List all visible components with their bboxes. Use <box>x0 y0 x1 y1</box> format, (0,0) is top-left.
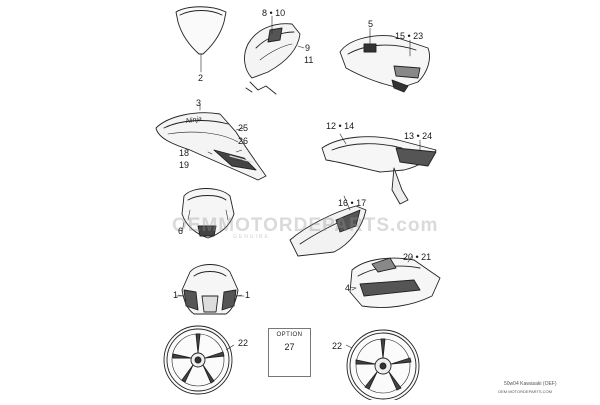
upper-cowl-part <box>244 15 305 95</box>
callout-19: 19 <box>179 160 190 170</box>
under-cowl-part <box>289 195 367 257</box>
watermark-text: OEMMOTORDEPARTS.com <box>172 215 439 236</box>
footer-line-1: 50w04 Kawasaki (OEF) <box>504 381 557 387</box>
callout-27: 27 <box>284 342 295 352</box>
callout-18: 18 <box>179 148 190 158</box>
callout-11: 11 <box>304 55 314 65</box>
callout-12-14: 12 • 14 <box>326 121 355 131</box>
callout-26: 26 <box>238 136 249 146</box>
watermark-small-text: GENUINE <box>233 234 270 240</box>
side-cowl-part <box>349 255 441 308</box>
leader-lines <box>177 149 357 351</box>
callout-6: 6 <box>178 226 184 236</box>
footer-line-2: OEM MOTORDEPARTS.COM <box>498 389 553 394</box>
side-fairing-part <box>155 103 267 181</box>
callout-3: 3 <box>196 98 202 108</box>
callout-1-left: 1 <box>173 290 179 300</box>
callout-25: 25 <box>238 123 249 133</box>
callout-4: 4 <box>345 283 351 293</box>
front-wheel-part <box>163 325 233 395</box>
callout-22-left: 22 <box>238 338 249 348</box>
callout-16-17: 16 • 17 <box>338 198 367 208</box>
option-box: OPTION 27 <box>268 328 311 377</box>
callout-5: 5 <box>368 19 374 29</box>
callout-15-23: 15 • 23 <box>395 31 424 41</box>
rear-wheel-part <box>346 329 420 403</box>
headlight-cowl-part <box>181 188 235 239</box>
callout-22-right: 22 <box>332 341 343 351</box>
seat-cowl-part <box>339 27 430 93</box>
option-label: OPTION <box>276 332 303 338</box>
callout-13-24: 13 • 24 <box>404 131 433 141</box>
callout-8-10: 8 • 10 <box>262 8 286 18</box>
front-cowl-part <box>175 264 245 315</box>
callout-20-21: 20 • 21 <box>403 252 432 262</box>
callout-9: 9 <box>305 43 311 53</box>
callout-2: 2 <box>198 73 204 83</box>
windshield-part <box>175 6 227 73</box>
rear-fender-part <box>321 133 437 205</box>
callout-1-right: 1 <box>245 290 251 300</box>
